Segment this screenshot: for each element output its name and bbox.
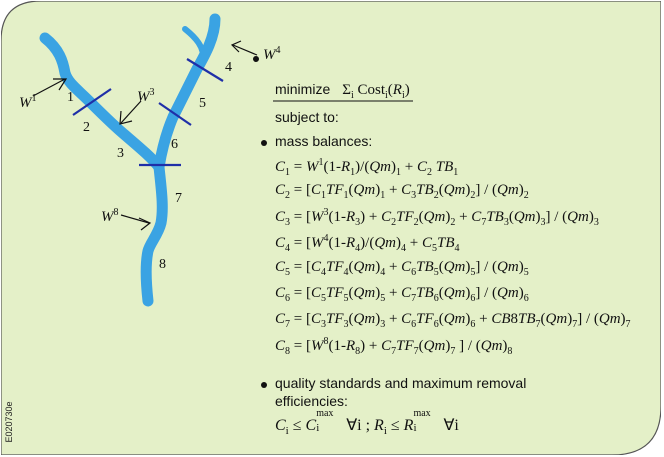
subject-to-label: subject to: — [275, 109, 339, 125]
equation-c1: C1 = W1(1-R1)/(Qm)1 + C2 TB1 — [275, 157, 459, 178]
input-w1: W1 — [19, 93, 37, 111]
bullet-quality — [261, 382, 267, 388]
arrow-w1 — [32, 78, 66, 97]
arrow-w8-head — [138, 217, 152, 231]
equation-c5: C5 = [C4TF4(Qm)4 + C6TB5(Qm)5] / (Qm)5 — [275, 259, 529, 278]
reach-label-6: 6 — [171, 137, 178, 152]
equation-c7: C7 = [C3TF3(Qm)3 + C6TF6(Qm)6 + CB8TB7(Q… — [275, 311, 631, 330]
input-w8: W8 — [101, 207, 119, 225]
reach-label-4: 4 — [225, 60, 232, 75]
river-reach-7-8 — [140, 161, 168, 307]
river-reach-1-2-3 — [39, 32, 165, 173]
reach-label-8: 8 — [159, 257, 166, 272]
reach-label-1: 1 — [67, 90, 74, 105]
equation-c6: C6 = [C5TF5(Qm)5 + C7TB6(Qm)6] / (Qm)6 — [275, 285, 529, 304]
arrow-w8 — [120, 214, 150, 224]
arrow-w4 — [232, 44, 258, 56]
input-w4: W4 — [263, 45, 281, 63]
bullet-mass-balances — [261, 140, 267, 146]
quality-label-line2: efficiencies: — [275, 393, 348, 409]
reach-label-2: 2 — [83, 120, 90, 135]
arrow-w1-head — [53, 78, 68, 91]
reach-marker-5-6 — [158, 102, 192, 126]
arrow-w3-head — [119, 110, 133, 125]
reach-label-3: 3 — [117, 146, 124, 161]
reach-marker-1-2 — [72, 88, 112, 116]
mass-balances-label: mass balances: — [275, 133, 373, 149]
arrow-w3 — [120, 100, 142, 124]
reach-marker-4-5 — [186, 58, 224, 82]
river-reach-4-5-6 — [153, 13, 221, 173]
figure-stamp: E020730e — [4, 401, 14, 443]
quality-label-line1: quality standards and maximum removal — [275, 375, 527, 391]
arrow-w4-head — [230, 40, 242, 53]
equation-c3: C3 = [W3(1-R3) + C2TF2(Qm)2 + C7TB3(Qm)3… — [275, 207, 599, 228]
reach-label-5: 5 — [199, 96, 206, 111]
river-tributary-top — [182, 26, 207, 64]
equation-c8: C8 = [W8(1-R8) + C7TF7(Qm)7 ] / (Qm)8 — [275, 336, 513, 357]
equation-c4: C4 = [W4(1-R4)/(Qm)4 + C5TB4 — [275, 233, 460, 254]
input-w3: W3 — [137, 87, 155, 105]
source-dot-w4 — [253, 56, 259, 62]
reach-label-7: 7 — [175, 191, 182, 206]
objective-line: minimize Σi Costi(Ri) — [275, 81, 410, 101]
equation-c2: C2 = [C1TF1(Qm)1 + C3TB2(Qm)2] / (Qm)2 — [275, 182, 529, 201]
